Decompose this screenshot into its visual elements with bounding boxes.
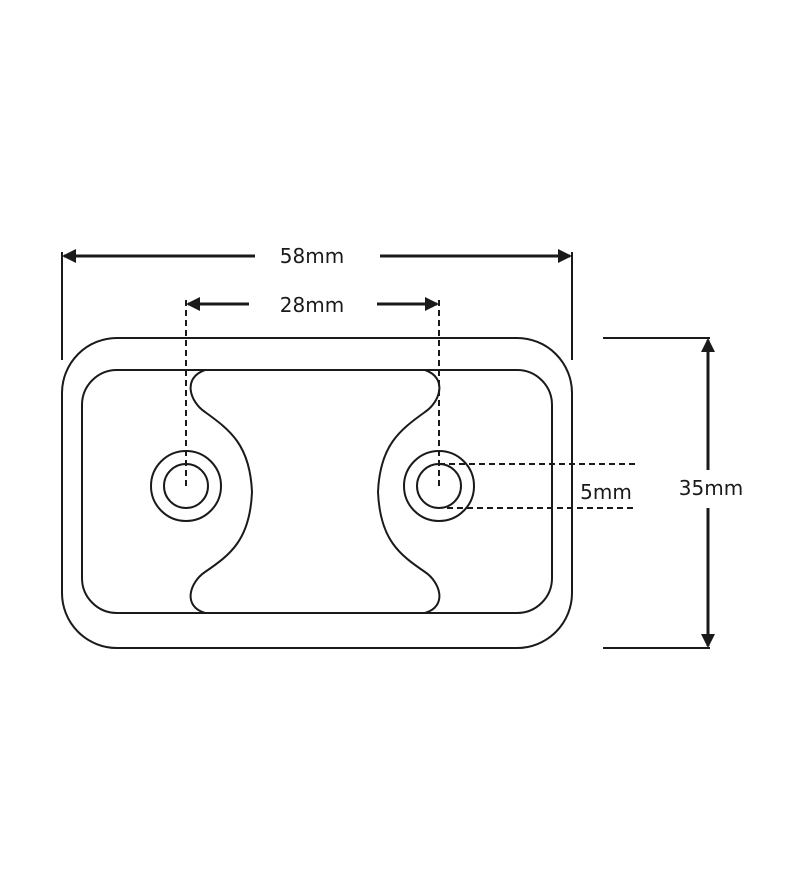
plate	[61, 337, 573, 649]
hole-diameter-label: 5mm	[580, 480, 632, 504]
dimension-lines	[62, 249, 715, 648]
mounting-holes	[150, 450, 475, 522]
hole-spacing-label: 28mm	[280, 293, 344, 317]
overall-width-label: 58mm	[280, 244, 344, 268]
overall-height-label: 35mm	[679, 476, 743, 500]
plate-outer-outline	[61, 337, 573, 649]
extension-lines	[61, 252, 710, 649]
center-pad	[189, 369, 441, 614]
dashed-extension-lines	[185, 300, 636, 509]
plate-inner-recess	[81, 369, 553, 614]
